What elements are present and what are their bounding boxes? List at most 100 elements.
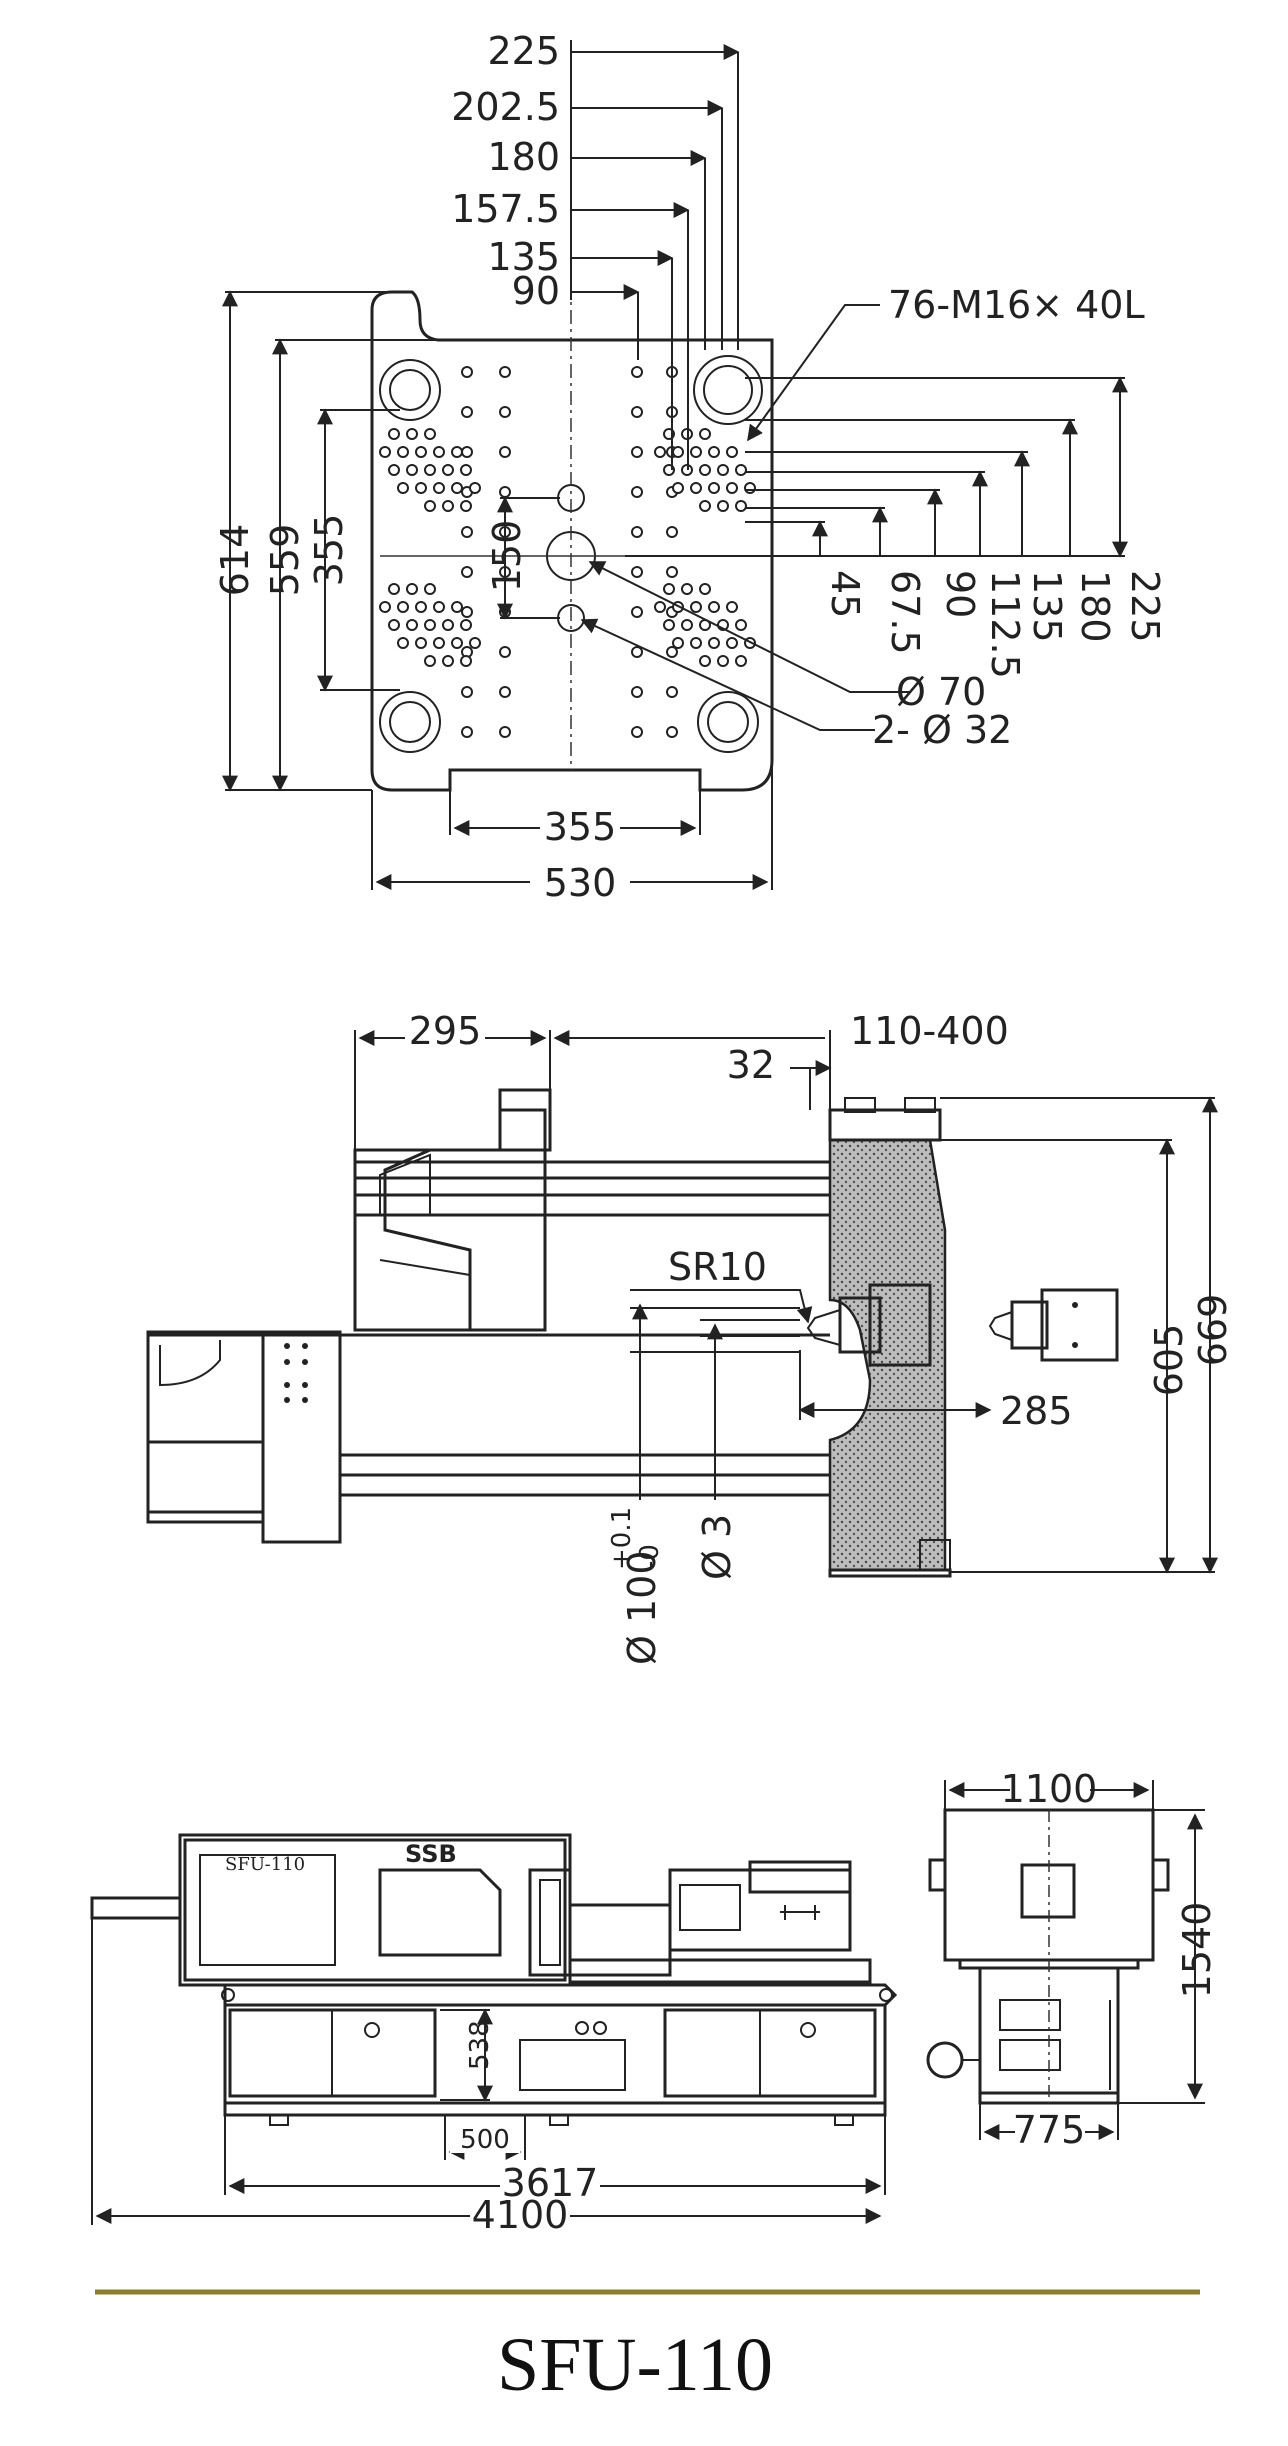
dim-538: 538 bbox=[465, 2020, 495, 2070]
bolt-hole bbox=[631, 406, 643, 418]
dim-32: 32 bbox=[727, 1043, 775, 1087]
bolt-hole bbox=[631, 446, 643, 458]
bolt-hole bbox=[460, 619, 472, 631]
side-holes-callout: 2- Ø 32 bbox=[872, 708, 1012, 752]
bolt-hole bbox=[672, 637, 684, 649]
tolerance-minus: -0 bbox=[635, 1544, 665, 1570]
bolt-hole bbox=[735, 619, 747, 631]
bolt-hole bbox=[461, 406, 473, 418]
thread-note: 76-M16× 40L bbox=[888, 283, 1145, 327]
bolt-hole bbox=[690, 446, 702, 458]
model-title: SFU-110 bbox=[497, 2323, 773, 2407]
nozzle-diameter: Ø 100 bbox=[620, 1550, 664, 1665]
bolt-hole bbox=[433, 601, 445, 613]
model-badge: SFU-110 bbox=[225, 1854, 305, 1875]
brand-logo: SSB bbox=[405, 1840, 457, 1868]
bolt-hole bbox=[461, 526, 473, 538]
top-dim-180: 180 bbox=[487, 135, 560, 179]
dim-295: 295 bbox=[409, 1009, 482, 1053]
injection-side-view: 295 110-400 32 SR10 285 605 669 Ø 100 +0… bbox=[146, 1008, 1235, 1665]
bolt-hole bbox=[717, 464, 729, 476]
bolt-hole bbox=[424, 583, 436, 595]
bolt-hole bbox=[460, 500, 472, 512]
top-dim-135: 135 bbox=[487, 235, 560, 279]
bolt-hole bbox=[631, 366, 643, 378]
bolt-hole bbox=[726, 601, 738, 613]
bolt-hole bbox=[735, 500, 747, 512]
bolt-hole bbox=[424, 619, 436, 631]
bolt-hole bbox=[499, 366, 511, 378]
left-dim-614: 614 bbox=[213, 524, 257, 597]
center-hole-callout: Ø 70 bbox=[896, 670, 986, 714]
top-dim-225: 225 bbox=[487, 29, 560, 73]
bolt-hole bbox=[442, 655, 454, 667]
dim-3617: 3617 bbox=[502, 2161, 599, 2205]
left-dim-355: 355 bbox=[307, 514, 351, 587]
bolt-hole bbox=[388, 619, 400, 631]
right-dim-45: 45 bbox=[823, 570, 867, 618]
bolt-hole bbox=[442, 464, 454, 476]
bolt-hole bbox=[451, 601, 463, 613]
bolt-hole bbox=[666, 566, 678, 578]
bolt-hole bbox=[442, 500, 454, 512]
bolt-hole bbox=[699, 583, 711, 595]
bolt-hole bbox=[415, 601, 427, 613]
dim-775: 775 bbox=[1013, 2108, 1086, 2152]
bolt-hole bbox=[388, 428, 400, 440]
bolt-hole bbox=[708, 446, 720, 458]
bolt-hole bbox=[744, 482, 756, 494]
bolt-hole bbox=[699, 428, 711, 440]
bolt-hole bbox=[461, 566, 473, 578]
bolt-hole bbox=[699, 655, 711, 667]
bolt-hole bbox=[388, 464, 400, 476]
dim-500: 500 bbox=[460, 2125, 510, 2155]
bolt-hole-pattern bbox=[379, 366, 756, 738]
bolt-hole bbox=[631, 566, 643, 578]
bolt-hole bbox=[672, 446, 684, 458]
bolt-hole bbox=[415, 446, 427, 458]
bolt-hole bbox=[406, 428, 418, 440]
bolt-hole bbox=[666, 526, 678, 538]
bolt-hole bbox=[672, 482, 684, 494]
bolt-hole bbox=[708, 637, 720, 649]
fixed-platen-section bbox=[828, 1138, 947, 1572]
dim-4100: 4100 bbox=[472, 2193, 569, 2237]
bolt-hole bbox=[406, 619, 418, 631]
bolt-hole bbox=[388, 583, 400, 595]
bolt-hole bbox=[406, 583, 418, 595]
dim-110-400: 110-400 bbox=[850, 1009, 1009, 1053]
bolt-hole bbox=[469, 637, 481, 649]
bolt-hole bbox=[690, 482, 702, 494]
bolt-hole bbox=[451, 482, 463, 494]
bolt-hole bbox=[735, 464, 747, 476]
bolt-hole bbox=[717, 500, 729, 512]
bolt-hole bbox=[666, 686, 678, 698]
bolt-hole bbox=[708, 601, 720, 613]
bolt-hole bbox=[433, 637, 445, 649]
bolt-hole bbox=[424, 500, 436, 512]
bolt-hole bbox=[379, 446, 391, 458]
bolt-hole bbox=[461, 446, 473, 458]
bolt-hole bbox=[461, 606, 473, 618]
bolt-hole bbox=[717, 655, 729, 667]
orifice-diameter: Ø 3 bbox=[695, 1514, 739, 1580]
bolt-hole bbox=[708, 482, 720, 494]
bottom-dim-355: 355 bbox=[544, 805, 617, 849]
bolt-hole bbox=[461, 686, 473, 698]
bolt-hole bbox=[690, 601, 702, 613]
bolt-hole bbox=[681, 619, 693, 631]
top-dim-202-5: 202.5 bbox=[451, 85, 560, 129]
bolt-hole bbox=[433, 482, 445, 494]
bolt-hole bbox=[499, 686, 511, 698]
machine-front-view: SFU-110 SSB bbox=[90, 1833, 898, 2237]
right-dim-112-5: 112.5 bbox=[983, 570, 1027, 679]
bolt-hole bbox=[735, 655, 747, 667]
bolt-hole bbox=[631, 526, 643, 538]
bolt-hole bbox=[424, 464, 436, 476]
bolt-hole bbox=[726, 637, 738, 649]
bolt-hole bbox=[666, 726, 678, 738]
bolt-hole bbox=[499, 646, 511, 658]
dim-1100: 1100 bbox=[1001, 1767, 1098, 1811]
right-dim-135: 135 bbox=[1025, 570, 1069, 643]
